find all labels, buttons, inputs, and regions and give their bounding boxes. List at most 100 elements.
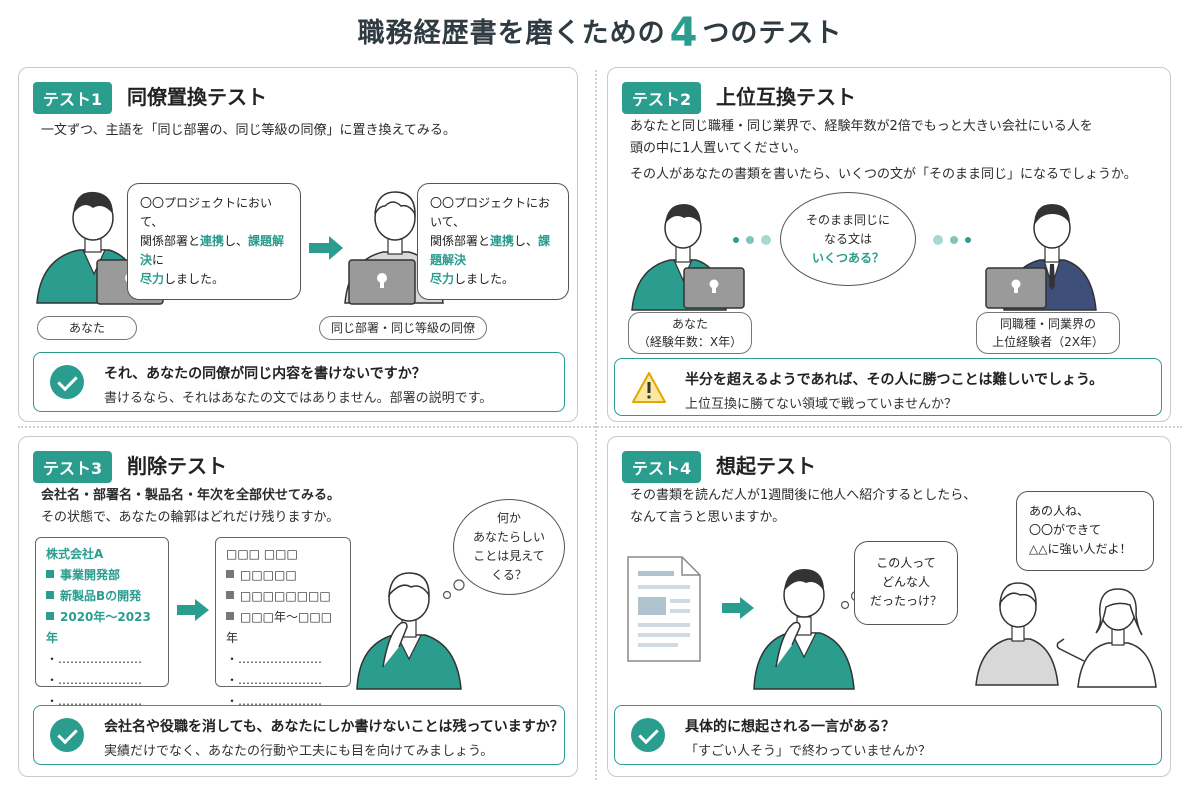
- test-tag: テスト4: [622, 451, 702, 483]
- bubble-line: 関係部署と連携し、課題解決に: [140, 232, 288, 270]
- bubble-line: △△に強い人だよ！: [1029, 542, 1132, 556]
- thought-line: 何か: [496, 511, 521, 525]
- description-line: 会社名・部署名・製品名・年次を全部伏せてみる。: [41, 488, 341, 503]
- title-suffix: つのテスト: [702, 18, 843, 49]
- callout-text: 「すごい人そう」で終わっていませんか？: [685, 744, 931, 759]
- thought-line: くる？: [491, 568, 527, 582]
- description-line: 一文ずつ、主語を「同じ部署の、同じ等級の同僚」に置き換えてみる。: [41, 123, 456, 138]
- document-icon: [627, 556, 701, 662]
- bubble-line: あの人ね、: [1029, 504, 1090, 518]
- bubble-line: 〇〇プロジェクトにおいて、: [430, 196, 551, 229]
- bubble-text: しました。: [164, 272, 225, 286]
- bubble-line: どんな人: [881, 575, 930, 589]
- thought-highlight: いくつある？: [811, 250, 884, 265]
- speech-bubble: 〇〇プロジェクトにおいて、 関係部署と連携し、課題解決 尽力しました。: [417, 183, 569, 300]
- warning-icon: [632, 372, 666, 403]
- title-number: 4: [669, 10, 699, 56]
- thought-cloud: そのまま同じに なる文は いくつある？: [780, 192, 916, 286]
- description-line: 頭の中に1人置いてください。: [630, 141, 807, 156]
- callout-heading: 半分を超えるようであれば、その人に勝つことは難しいでしょう。: [685, 372, 1104, 388]
- speech-bubble: 〇〇プロジェクトにおいて、 関係部署と連携し、課題解決に 尽力しました。: [127, 183, 301, 300]
- bubble-line: 尽力しました。: [140, 270, 288, 289]
- label-line: （経験年数：X年）: [637, 335, 743, 349]
- panel-description: 会社名・部署名・製品名・年次を全部伏せてみる。 その状態で、あなたの輪郭はどれだ…: [41, 485, 340, 529]
- bubble-highlight: 連携: [490, 234, 515, 248]
- label-you: あなた: [37, 316, 137, 340]
- check-icon: [50, 365, 84, 399]
- thought-text: 何か あなたらしい ことは見えて くる？: [473, 509, 545, 585]
- bubble-text: 関係部署と: [430, 234, 491, 248]
- square-bullet-icon: [226, 570, 234, 578]
- callout-text: 実績だけでなく、あなたの行動や工夫にも目を向けてみましょう。: [104, 744, 494, 759]
- doc-dots: ・…………………: [226, 673, 323, 687]
- description-line: その人があなたの書類を書いたら、いくつの文が「そのまま同じ」になるでしょうか。: [630, 167, 1137, 182]
- doc-dots: ・…………………: [46, 652, 143, 666]
- document-before: 株式会社A 事業開発部 新製品Bの開発 2020年〜2023年 ・……………………: [35, 537, 169, 708]
- right-arrow-icon: [177, 599, 209, 621]
- label-colleague: 同じ部署・同じ等級の同僚: [319, 316, 487, 340]
- panel-description: あなたと同じ職種・同じ業界で、経験年数が2倍でもっと大きい会社にいる人を 頭の中…: [630, 116, 1137, 186]
- panel-test2: テスト2 上位互換テスト あなたと同じ職種・同じ業界で、経験年数が2倍でもっと大…: [607, 67, 1171, 422]
- description-line: なんて言うと思いますか。: [630, 510, 786, 525]
- test-tag: テスト2: [622, 82, 702, 114]
- thought-bubble: この人って どんな人 だったっけ？: [854, 541, 958, 625]
- thought-cloud: 何か あなたらしい ことは見えて くる？: [453, 499, 565, 595]
- doc-item-text: □□□年〜□□□年: [226, 610, 333, 645]
- panel-title: 同僚置換テスト: [127, 85, 267, 109]
- label-line: 同職種・同業界の: [999, 317, 1096, 331]
- bubble-line: 〇〇プロジェクトにおいて、: [140, 196, 273, 229]
- bubble-highlight: 尽力: [430, 272, 455, 286]
- doc-dots: ・…………………: [46, 673, 143, 687]
- panel-description: その書類を読んだ人が1週間後に他人へ紹介するとしたら、 なんて言うと思いますか。: [630, 485, 976, 529]
- bubble-highlight: 尽力: [140, 272, 165, 286]
- label-line: あなた: [671, 317, 708, 331]
- square-bullet-icon: [226, 612, 234, 620]
- right-arrow-icon: [309, 236, 343, 260]
- doc-item: 事業開発部: [46, 565, 158, 586]
- check-icon: [50, 718, 84, 752]
- callout-box: それ、あなたの同僚が同じ内容を書けないですか？ 書けるなら、それはあなたの文では…: [33, 352, 565, 412]
- doc-item: □□□□□: [226, 565, 340, 586]
- label-line: 上位経験者（2X年）: [992, 335, 1104, 349]
- panel-test4: テスト4 想起テスト その書類を読んだ人が1週間後に他人へ紹介するとしたら、 な…: [607, 436, 1171, 777]
- bubble-line: この人って: [876, 556, 936, 570]
- square-bullet-icon: [46, 591, 54, 599]
- square-bullet-icon: [46, 612, 54, 620]
- callout-text: 書けるなら、それはあなたの文ではありません。部署の説明です。: [104, 391, 493, 406]
- bubble-line: だったっけ？: [869, 594, 942, 608]
- speech-bubble: あの人ね、 〇〇ができて △△に強い人だよ！: [1016, 491, 1154, 571]
- thought-line: あなたらしい: [472, 530, 545, 544]
- bubble-text: し、: [224, 234, 249, 248]
- callout-text: 上位互換に勝てない領域で戦っていませんか？: [685, 397, 957, 412]
- person-laptop-illustration: [631, 204, 745, 311]
- speaker-person-illustration: [1056, 588, 1157, 688]
- label-senior: 同職種・同業界の 上位経験者（2X年）: [976, 312, 1120, 354]
- bubble-text: し、: [514, 234, 539, 248]
- senior-person-laptop-illustration: [985, 204, 1097, 311]
- doc-heading: 株式会社A: [46, 547, 104, 561]
- bubble-text: 関係部署と: [140, 234, 201, 248]
- description-line: あなたと同じ職種・同じ業界で、経験年数が2倍でもっと大きい会社にいる人を: [630, 119, 1093, 134]
- doc-item-text: 事業開発部: [60, 568, 121, 582]
- vertical-divider: [595, 70, 597, 780]
- doc-item-text: 新製品Bの開発: [60, 589, 142, 603]
- callout-heading: 会社名や役職を消しても、あなたにしか書けないことは残っていますか？: [104, 719, 564, 735]
- horizontal-divider: [18, 426, 1182, 428]
- doc-item: 新製品Bの開発: [46, 586, 158, 607]
- bubble-line: 関係部署と連携し、課題解決: [430, 232, 556, 270]
- description-line: その書類を読んだ人が1週間後に他人へ紹介するとしたら、: [630, 488, 977, 503]
- dots-icon: [733, 235, 771, 245]
- thinking-person-illustration: [753, 569, 855, 690]
- thinking-person-illustration: [356, 572, 462, 690]
- bubble-text: に: [152, 253, 165, 267]
- bubble-highlight: 連携: [200, 234, 225, 248]
- doc-item: □□□□□□□□: [226, 586, 340, 607]
- square-bullet-icon: [226, 591, 234, 599]
- test-tag: テスト3: [33, 451, 113, 483]
- doc-heading: □□□ □□□: [226, 547, 298, 561]
- thought-line: そのまま同じに: [805, 212, 890, 227]
- panel-title: 想起テスト: [716, 454, 816, 478]
- thought-line: なる文は: [823, 231, 872, 246]
- panel-title: 削除テスト: [127, 454, 227, 478]
- thought-text: そのまま同じに なる文は いくつある？: [806, 211, 890, 268]
